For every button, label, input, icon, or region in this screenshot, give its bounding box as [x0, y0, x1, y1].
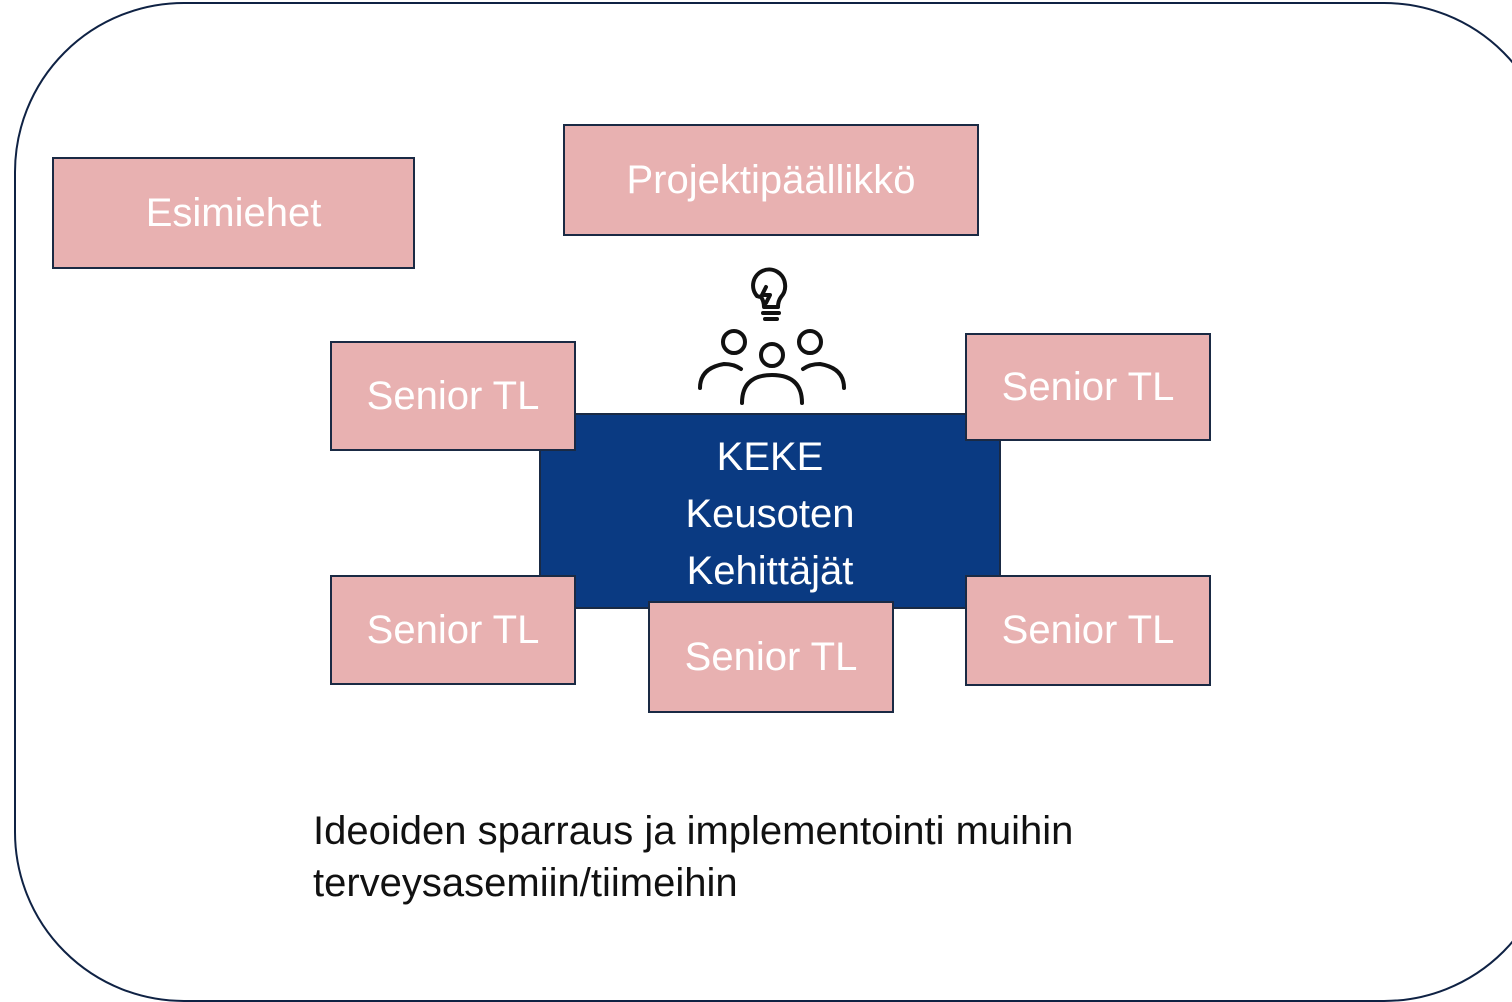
center-line-keke: KEKE	[716, 435, 824, 479]
caption-line-2: terveysasemiin/tiimeihin	[313, 861, 738, 905]
senior-tl-bottom-left-label: Senior TL	[366, 607, 540, 652]
senior-tl-top-right-box: Senior TL	[965, 333, 1211, 441]
caption-text: Ideoiden sparraus ja implementointi muih…	[313, 805, 1313, 909]
senior-tl-bottom-right-label: Senior TL	[1001, 608, 1175, 652]
senior-tl-bottom-left-box: Senior TL	[330, 575, 576, 685]
senior-tl-top-left-label: Senior TL	[366, 373, 540, 418]
senior-tl-bottom-center-label: Senior TL	[684, 634, 858, 679]
projektipaallikko-box: Projektipäällikkö	[563, 124, 979, 236]
projektipaallikko-label: Projektipäällikkö	[626, 157, 916, 202]
senior-tl-top-right-label: Senior TL	[1001, 364, 1175, 409]
esimiehet-box: Esimiehet	[52, 157, 415, 269]
center-line-kehittajat: Kehittäjät	[686, 549, 854, 593]
keke-center-box: KEKE Keusoten Kehittäjät	[539, 413, 1001, 609]
senior-tl-bottom-center-box: Senior TL	[648, 601, 894, 713]
team-idea-icon	[698, 267, 846, 405]
esimiehet-label: Esimiehet	[145, 190, 322, 235]
caption-line-1: Ideoiden sparraus ja implementointi muih…	[313, 809, 1074, 853]
senior-tl-top-left-box: Senior TL	[330, 341, 576, 451]
center-line-keusoten: Keusoten	[685, 492, 855, 536]
senior-tl-bottom-right-box: Senior TL	[965, 575, 1211, 686]
